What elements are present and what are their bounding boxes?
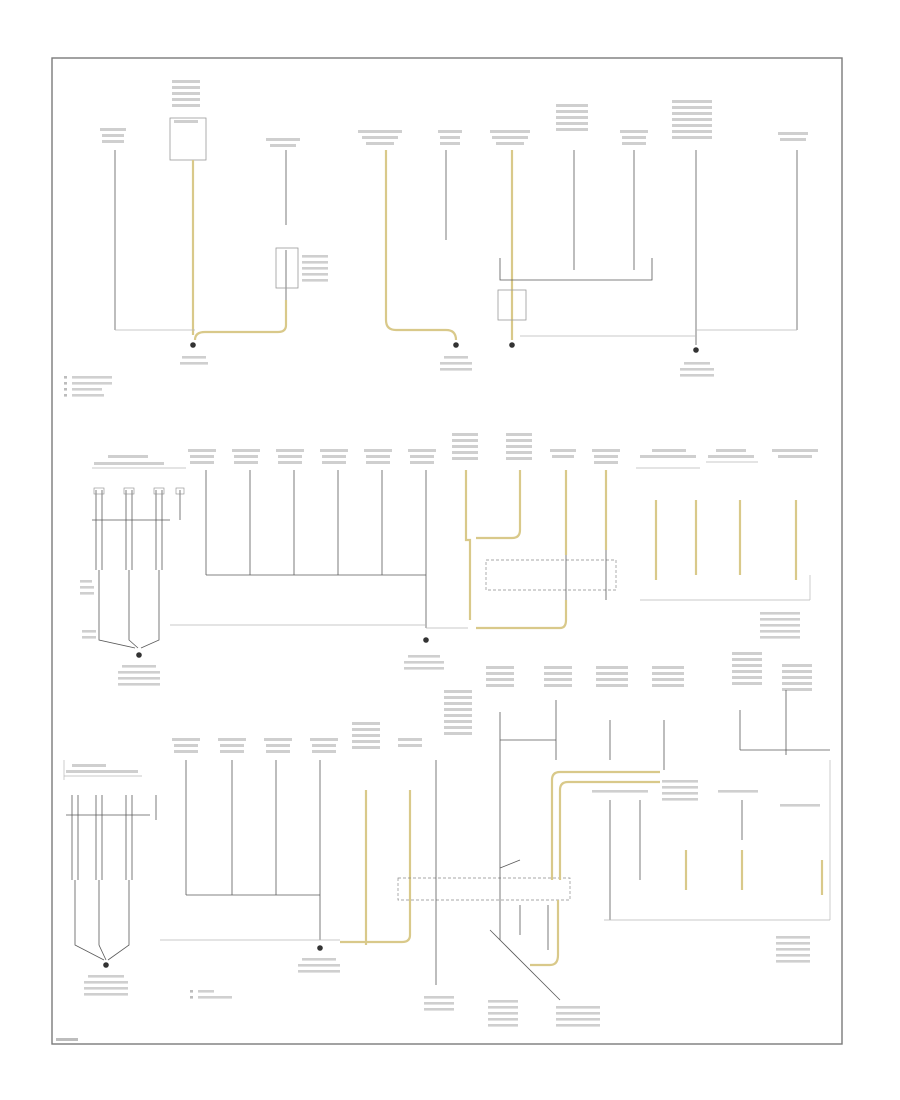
ground-point: [136, 652, 142, 658]
ground-point: [453, 342, 459, 348]
diagram-frame: [51, 57, 843, 1045]
ground-point: [190, 342, 196, 348]
ground-point: [317, 945, 323, 951]
ground-point: [103, 962, 109, 968]
footer-code: [56, 1038, 78, 1041]
section-bottom: [63, 652, 831, 1027]
ground-point: [509, 342, 515, 348]
legend-bottom: [190, 990, 232, 999]
ground-point: [693, 347, 699, 353]
ground-point: [423, 637, 429, 643]
legend-top: [64, 376, 112, 397]
section-top: [100, 80, 808, 377]
section-middle: [80, 433, 818, 686]
